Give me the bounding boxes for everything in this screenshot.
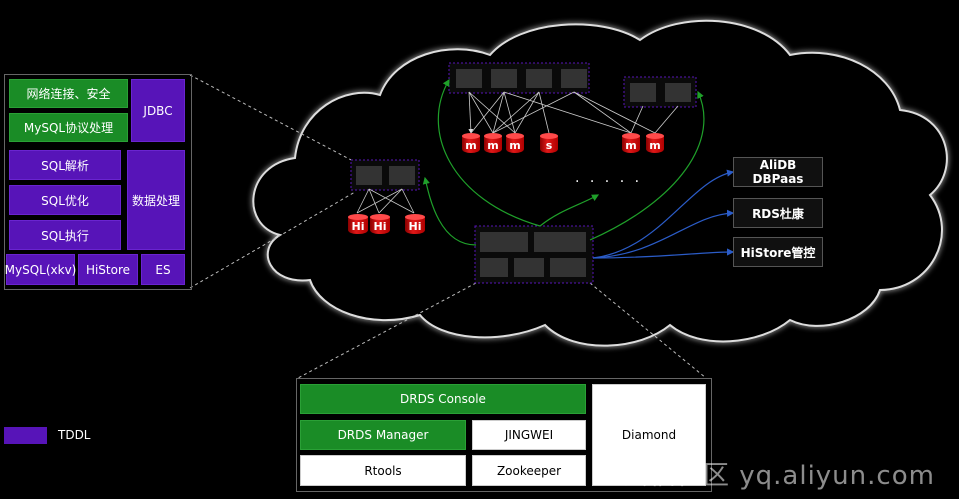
db-master-1: m (462, 133, 480, 155)
zookeeper-block: Zookeeper (472, 455, 586, 486)
db-master-2: m (484, 133, 502, 155)
jingwei-block: JINGWEI (472, 420, 586, 450)
jdbc-block: JDBC (131, 79, 185, 142)
service-arrows (592, 169, 735, 259)
more-nodes-ellipsis: · · · · · (575, 174, 643, 190)
zoom-line-top (189, 74, 356, 163)
service-histore-control: HiStore管控 (733, 237, 823, 267)
network-security-block: 网络连接、安全 (9, 79, 128, 108)
replication-lines (356, 91, 679, 214)
server-cluster-top (448, 62, 590, 94)
service-alidb-dbpaas: AliDB DBPaas (733, 157, 823, 187)
legend-swatch-tddl (4, 427, 47, 444)
es-block: ES (141, 254, 185, 285)
sql-execute-block: SQL执行 (9, 220, 121, 250)
sql-optimize-block: SQL优化 (9, 185, 121, 215)
histore-block: HiStore (78, 254, 138, 285)
mysql-protocol-block: MySQL协议处理 (9, 113, 128, 142)
data-processing-block: 数据处理 (127, 150, 185, 250)
db-master-3: m (506, 133, 524, 155)
db-master-5: m (646, 133, 664, 155)
drds-panel (296, 378, 712, 492)
sql-parse-block: SQL解析 (9, 150, 121, 180)
zoom-line-drds-left (297, 282, 477, 379)
watermark: 云栖社区 yq.aliyun.com (622, 461, 935, 491)
db-master-4: m (622, 133, 640, 155)
db-histore-2: Hi (370, 214, 390, 236)
rtools-block: Rtools (300, 455, 466, 486)
zoom-line-drds-right (589, 282, 707, 379)
tddl-stack (4, 74, 192, 290)
legend-label-tddl: TDDL (58, 428, 91, 442)
server-cluster-center (474, 225, 594, 284)
service-rds-dukang: RDS杜康 (733, 198, 823, 228)
drds-manager-block: DRDS Manager (300, 420, 466, 450)
db-slave: s (540, 133, 558, 155)
server-cluster-left (350, 159, 420, 191)
server-cluster-right (623, 76, 697, 108)
db-histore-3: Hi (405, 214, 425, 236)
mysql-xkv-block: MySQL(xkv) (5, 254, 76, 285)
zoom-line-bottom (189, 191, 356, 289)
drds-console-block: DRDS Console (300, 384, 586, 414)
control-arrows (422, 78, 705, 246)
db-histore-1: Hi (348, 214, 368, 236)
diamond-block: Diamond (592, 384, 706, 486)
